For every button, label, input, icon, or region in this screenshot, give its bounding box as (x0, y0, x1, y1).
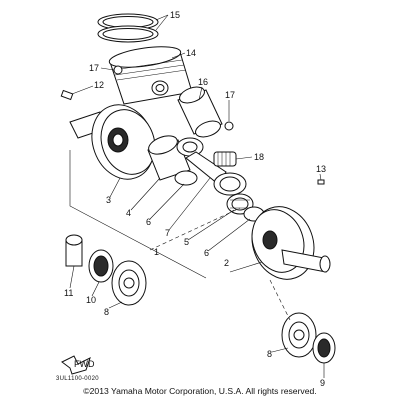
callout-9: 9 (320, 378, 325, 388)
callout-17-right: 17 (225, 90, 235, 100)
callout-8-right: 8 (267, 349, 272, 359)
assembly-outline (69, 150, 291, 321)
bearing-group-left (65, 234, 147, 306)
callout-6-upper: 6 (146, 217, 151, 227)
fwd-label: FWD (74, 359, 95, 369)
callout-7: 7 (165, 228, 170, 238)
fwd-arrow-icon: FWD (61, 355, 95, 375)
pin-clip-right (224, 121, 234, 131)
callout-13: 13 (316, 164, 326, 174)
callout-5: 5 (184, 237, 189, 247)
pin-clip-left (113, 65, 123, 75)
callout-8-left: 8 (104, 307, 109, 317)
diagram-code: 3UL1100-0020 (56, 376, 99, 382)
piston-pin (177, 86, 223, 138)
crank-bolt (60, 89, 74, 101)
piston-rings (97, 13, 159, 43)
thrust-washer-upper (174, 170, 198, 186)
callout-12: 12 (94, 80, 104, 90)
callouts: 15 14 17 12 16 17 13 18 3 4 6 7 1 5 6 2 … (64, 10, 326, 388)
callout-1: 1 (154, 247, 159, 257)
crank-wheel-right (251, 206, 331, 280)
callout-18: 18 (254, 152, 264, 162)
callout-6-lower: 6 (204, 248, 209, 258)
callout-15: 15 (170, 10, 180, 20)
copyright-notice: ©2013 Yamaha Motor Corporation, U.S.A. A… (83, 386, 317, 396)
callout-17-left: 17 (89, 63, 99, 73)
callout-16: 16 (198, 77, 208, 87)
small-end-bearing (213, 151, 237, 167)
callout-10: 10 (86, 295, 96, 305)
connecting-rod (176, 137, 247, 196)
callout-4: 4 (126, 208, 131, 218)
callout-11: 11 (64, 288, 73, 298)
callout-14: 14 (186, 48, 196, 58)
crank-wheel-left (69, 104, 156, 180)
callout-3: 3 (106, 195, 111, 205)
woodruff-key (317, 179, 325, 185)
bearing-group-right (281, 312, 336, 364)
callout-2: 2 (224, 258, 229, 268)
